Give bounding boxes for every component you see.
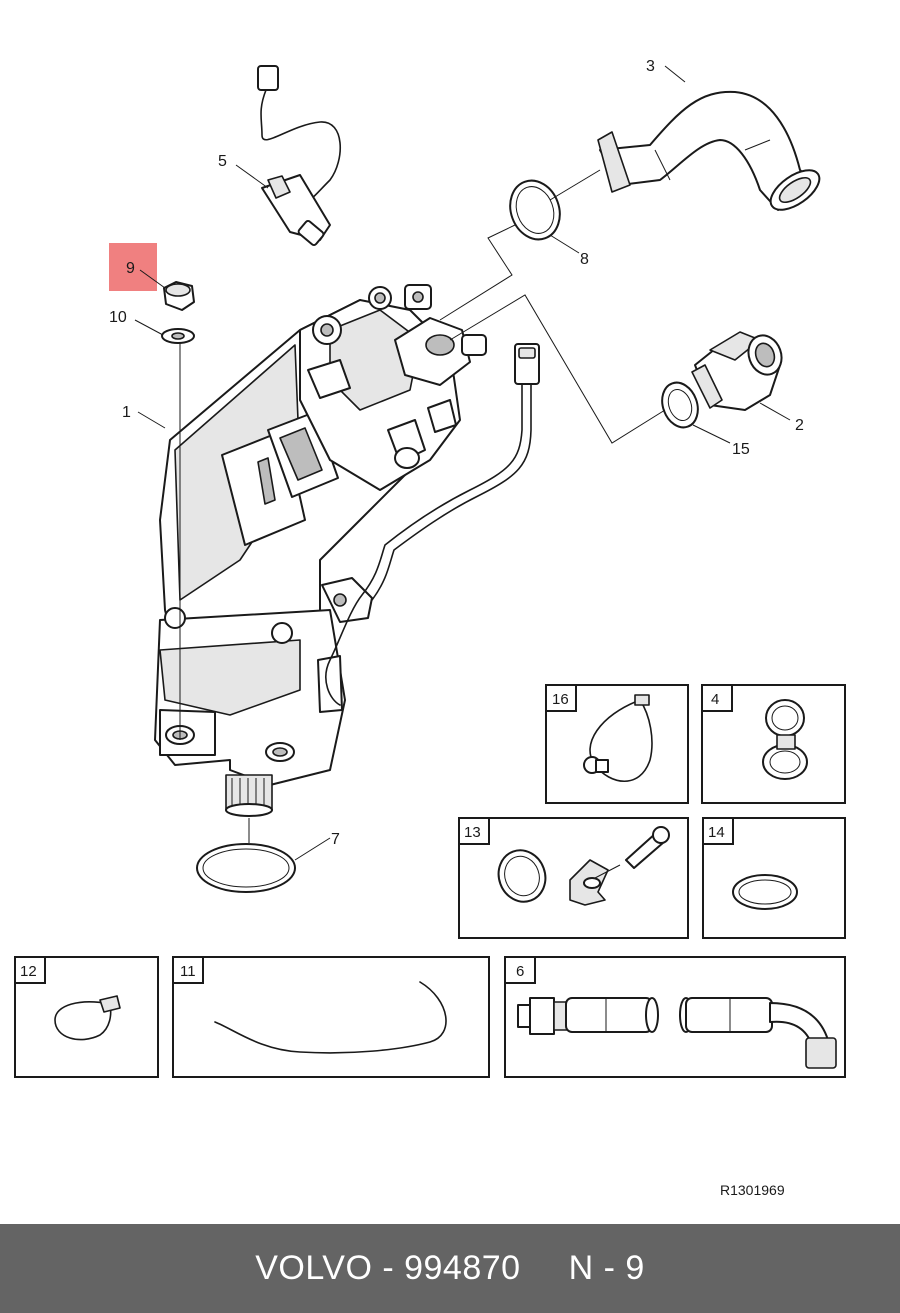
hydraulic-fitting[interactable] (691, 331, 787, 411)
washer-10[interactable] (161, 328, 195, 344)
footer-part-text: VOLVO - 994870 (255, 1249, 521, 1287)
callout-15: 15 (732, 441, 750, 458)
inset-box-13[interactable]: 13 (458, 817, 689, 939)
svg-text:6: 6 (516, 963, 524, 980)
connector-cable (325, 343, 540, 706)
o-ring-8[interactable] (502, 174, 568, 247)
footer-position-text: N - 9 (568, 1249, 645, 1287)
parts-exploded-diagram: 1 2 3 5 7 8 9 10 15 16 4 13 (14, 58, 846, 1198)
svg-text:14: 14 (708, 824, 725, 841)
callout-5: 5 (218, 153, 227, 170)
svg-text:16: 16 (552, 691, 569, 708)
inset-box-11[interactable]: 11 (172, 956, 490, 1078)
callout-8: 8 (580, 251, 589, 268)
callout-2: 2 (795, 417, 804, 434)
reference-code: R1301969 (720, 1182, 785, 1198)
inset-box-12[interactable]: 12 (14, 956, 159, 1078)
svg-text:13: 13 (464, 824, 481, 841)
nut-9[interactable] (163, 281, 195, 311)
leader-lines (134, 65, 791, 861)
callout-10: 10 (109, 309, 127, 326)
callout-3: 3 (646, 58, 655, 75)
inset-box-14[interactable]: 14 (702, 817, 846, 939)
svg-text:12: 12 (20, 963, 37, 980)
footer-bar: VOLVO - 994870 N - 9 (0, 1224, 900, 1313)
pressure-sensor[interactable] (261, 174, 331, 246)
svg-text:11: 11 (180, 963, 196, 980)
inset-box-6[interactable]: 6 (504, 956, 846, 1078)
callout-9: 9 (126, 260, 135, 277)
hydraulic-pump-body[interactable] (154, 284, 487, 817)
callout-7: 7 (331, 831, 340, 848)
seal-15[interactable] (656, 378, 704, 433)
callout-1: 1 (122, 404, 131, 421)
highlight-callout-9 (109, 243, 157, 291)
inset-box-16[interactable]: 16 (545, 684, 689, 804)
elbow-hose[interactable] (597, 90, 826, 218)
sensor-wire-harness (257, 65, 341, 201)
o-ring-7[interactable] (196, 818, 296, 893)
inset-box-4[interactable]: 4 (701, 684, 846, 804)
svg-text:4: 4 (711, 691, 719, 708)
